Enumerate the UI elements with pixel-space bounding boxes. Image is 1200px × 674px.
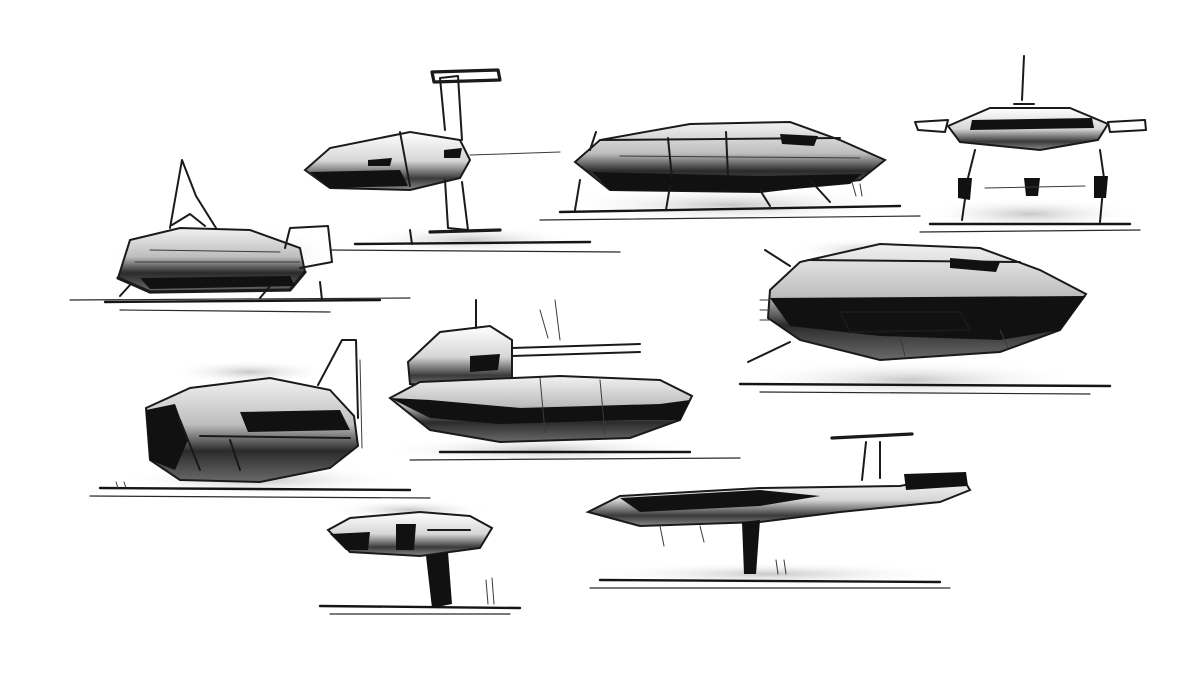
vehicle-blunt-nose-craft: [89, 339, 431, 499]
vehicle-mushroom-pod: [318, 500, 522, 615]
vehicle-long-cruiser: [539, 120, 921, 223]
vehicle-tail-rotor-ship: [303, 68, 621, 254]
vehicle-hover-tank: [69, 159, 411, 313]
vehicle-turret-tank: [380, 299, 741, 464]
vehicle-disc-hover: [738, 238, 1112, 400]
vehicle-rotor-glider: [585, 432, 972, 589]
vehicle-quad-lander: [914, 55, 1147, 233]
